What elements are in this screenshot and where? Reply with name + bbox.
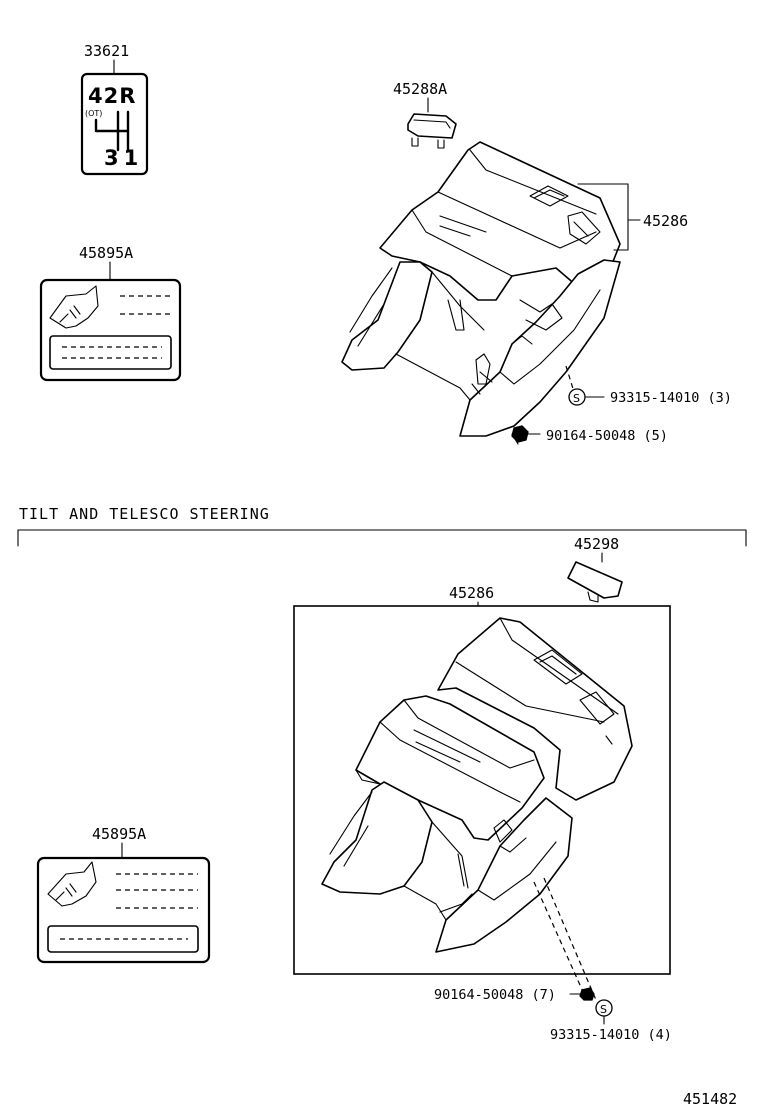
column-cover-bottom xyxy=(321,617,633,953)
caution-hand-icon xyxy=(49,285,99,329)
svg-text:S: S xyxy=(573,392,580,405)
caution-hand-detail xyxy=(59,305,81,323)
caution-hand-icon-bottom xyxy=(47,861,97,907)
svg-text:S: S xyxy=(600,1003,607,1016)
label-screw-top: 90164-50048 (5) xyxy=(546,428,668,444)
label-cover-top: 45286 xyxy=(643,212,688,230)
label-screw-bottom: 90164-50048 (7) xyxy=(434,987,556,1003)
label-caution-plate-top: 45895A xyxy=(79,244,133,262)
caution-plate-top xyxy=(39,278,182,382)
section-bracket xyxy=(17,529,747,547)
bracket-cover-top xyxy=(577,183,629,251)
screw-icon-bottom xyxy=(579,987,595,1001)
label-screw-s-top: 93315-14010 (3) xyxy=(610,390,732,406)
screw-icon-top xyxy=(511,425,529,445)
shift-plate-od-text: (OT) xyxy=(85,109,102,118)
label-cover-bottom: 45286 xyxy=(449,584,494,602)
label-cover-pad: 45298 xyxy=(574,535,619,553)
cover-detail-box xyxy=(293,605,671,975)
diagram-number: 451482 xyxy=(683,1090,737,1108)
column-cover-top xyxy=(341,141,621,437)
section-title: TILT AND TELESCO STEERING xyxy=(19,505,270,523)
label-screw-s-bottom: 93315-14010 (4) xyxy=(550,1027,672,1043)
clip-part xyxy=(407,113,457,149)
label-caution-plate-bottom: 45895A xyxy=(92,825,146,843)
shift-pattern-plate: 42R (OT) 31 xyxy=(80,72,149,176)
label-shift-plate: 33621 xyxy=(84,42,129,60)
shift-plate-top-text: 42R xyxy=(88,84,136,108)
cover-pad-part xyxy=(567,561,623,603)
shift-plate-bottom-text: 31 xyxy=(104,146,143,170)
label-clip: 45288A xyxy=(393,80,447,98)
s-mark-top xyxy=(568,388,586,406)
caution-plate-bottom xyxy=(36,856,211,964)
shift-gate-lines xyxy=(94,110,130,152)
